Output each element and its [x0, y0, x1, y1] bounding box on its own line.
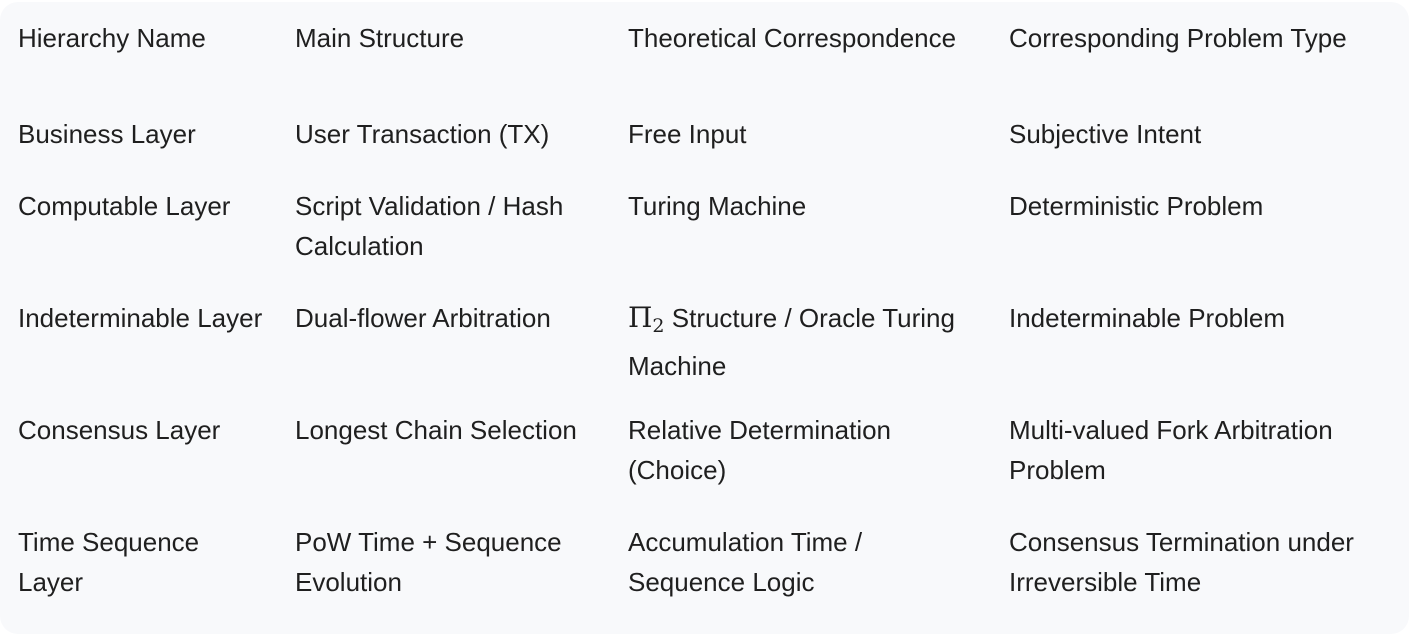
- table-cell: Dual-flower Arbitration: [295, 303, 551, 333]
- table-cell: Business Layer: [18, 119, 196, 149]
- table-cell: Computable Layer: [18, 191, 231, 221]
- table-cell: Consensus Layer: [18, 415, 221, 445]
- header-problem-type: Corresponding Problem Type: [1009, 23, 1347, 53]
- table-row: Business Layer User Transaction (TX) Fre…: [0, 114, 1409, 186]
- table-cell: Deterministic Problem: [1009, 191, 1264, 221]
- header-main-structure: Main Structure: [295, 23, 465, 53]
- table-cell: Free Input: [628, 119, 747, 149]
- table-cell: Turing Machine: [628, 191, 807, 221]
- table-row: Indeterminable Layer Dual-flower Arbitra…: [0, 298, 1409, 410]
- theoretical-text: Structure / Oracle Turing Machine: [628, 303, 955, 381]
- pi-2-math-symbol: Π2: [628, 301, 665, 337]
- table-cell: Longest Chain Selection: [295, 415, 577, 445]
- table-cell: Subjective Intent: [1009, 119, 1202, 149]
- table-cell: Multi-valued Fork Arbitration Problem: [1009, 415, 1333, 485]
- pi-letter: Π: [628, 301, 653, 334]
- table-cell: Indeterminable Layer: [18, 303, 263, 333]
- table-cell: Consensus Termination under Irreversible…: [1009, 527, 1354, 597]
- header-hierarchy-name: Hierarchy Name: [18, 23, 206, 53]
- table-cell: PoW Time + Sequence Evolution: [295, 527, 562, 597]
- header-theoretical-correspondence: Theoretical Correspondence: [628, 23, 957, 53]
- table-cell: Script Validation / Hash Calculation: [295, 191, 564, 261]
- table-cell: User Transaction (TX): [295, 119, 550, 149]
- table-header-row: Hierarchy Name Main Structure Theoretica…: [0, 2, 1409, 114]
- table-cell: Π2 Structure / Oracle Turing Machine: [610, 298, 991, 410]
- table-row: Consensus Layer Longest Chain Selection …: [0, 410, 1409, 522]
- table-cell: Relative Determination (Choice): [628, 415, 892, 485]
- table-cell: Time Sequence Layer: [18, 527, 200, 597]
- table-cell: Indeterminable Problem: [1009, 303, 1286, 333]
- table-cell: Accumulation Time / Sequence Logic: [628, 527, 863, 597]
- table-row: Computable Layer Script Validation / Has…: [0, 186, 1409, 298]
- pi-subscript: 2: [652, 315, 665, 337]
- table-row: Time Sequence Layer PoW Time + Sequence …: [0, 522, 1409, 634]
